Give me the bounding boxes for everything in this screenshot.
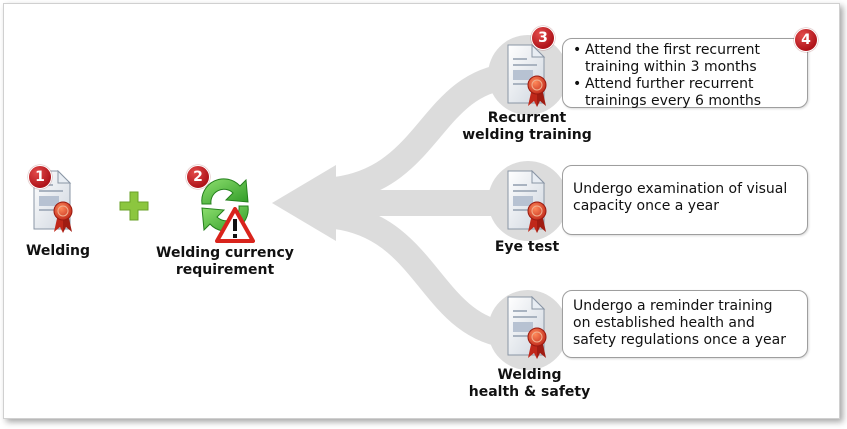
- label-recurrent-line1: Recurrent: [487, 110, 567, 126]
- warning-icon: [215, 207, 255, 243]
- label-welding: Welding: [25, 243, 91, 259]
- label-welding-currency-line1: Welding currency: [156, 245, 294, 261]
- certificate-document-icon: [507, 296, 547, 360]
- label-health-line1: Welding: [497, 367, 562, 383]
- certificate-document-icon: [507, 170, 547, 234]
- requirement-item: Attend further recurrent trainings every…: [573, 76, 799, 110]
- badge-1: 1: [28, 165, 52, 189]
- label-welding-currency-line2: requirement: [175, 262, 275, 278]
- flow-arrow-bottom: [332, 203, 517, 349]
- badge-2: 2: [186, 165, 210, 189]
- label-health-line2: health & safety: [468, 384, 591, 400]
- requirement-box-health: Undergo a reminder training on establish…: [562, 290, 808, 358]
- badge-4: 4: [794, 28, 818, 52]
- requirement-item: Attend the first recurrent training with…: [573, 42, 799, 76]
- label-recurrent-training: Recurrent welding training: [452, 110, 602, 144]
- flow-arrow-head: [272, 165, 336, 241]
- requirement-line: trainings every 6 months: [585, 93, 762, 109]
- requirement-box-eye: Undergo examination of visual capacity o…: [562, 165, 808, 235]
- certificate-document-icon: [507, 44, 547, 108]
- requirement-line: on established health and: [573, 315, 755, 331]
- requirement-line: Undergo a reminder training: [573, 298, 773, 314]
- label-welding-currency: Welding currency requirement: [140, 245, 310, 279]
- requirement-box-recurrent: Attend the first recurrent training with…: [562, 38, 808, 110]
- requirement-line: Attend the first recurrent: [585, 42, 760, 58]
- requirement-line: safety regulations once a year: [573, 332, 786, 348]
- requirement-line: capacity once a year: [573, 198, 720, 214]
- requirement-line: training within 3 months: [585, 59, 757, 75]
- label-eye-test: Eye test: [494, 239, 560, 255]
- label-health-safety: Welding health & safety: [452, 367, 607, 401]
- flow-arrow-top: [332, 63, 512, 203]
- requirement-line: Undergo examination of visual: [573, 181, 788, 197]
- badge-3: 3: [531, 26, 555, 50]
- label-recurrent-line2: welding training: [462, 127, 592, 143]
- requirement-list-recurrent: Attend the first recurrent training with…: [573, 42, 799, 110]
- requirement-line: Attend further recurrent: [585, 76, 754, 92]
- plus-icon: [119, 191, 149, 221]
